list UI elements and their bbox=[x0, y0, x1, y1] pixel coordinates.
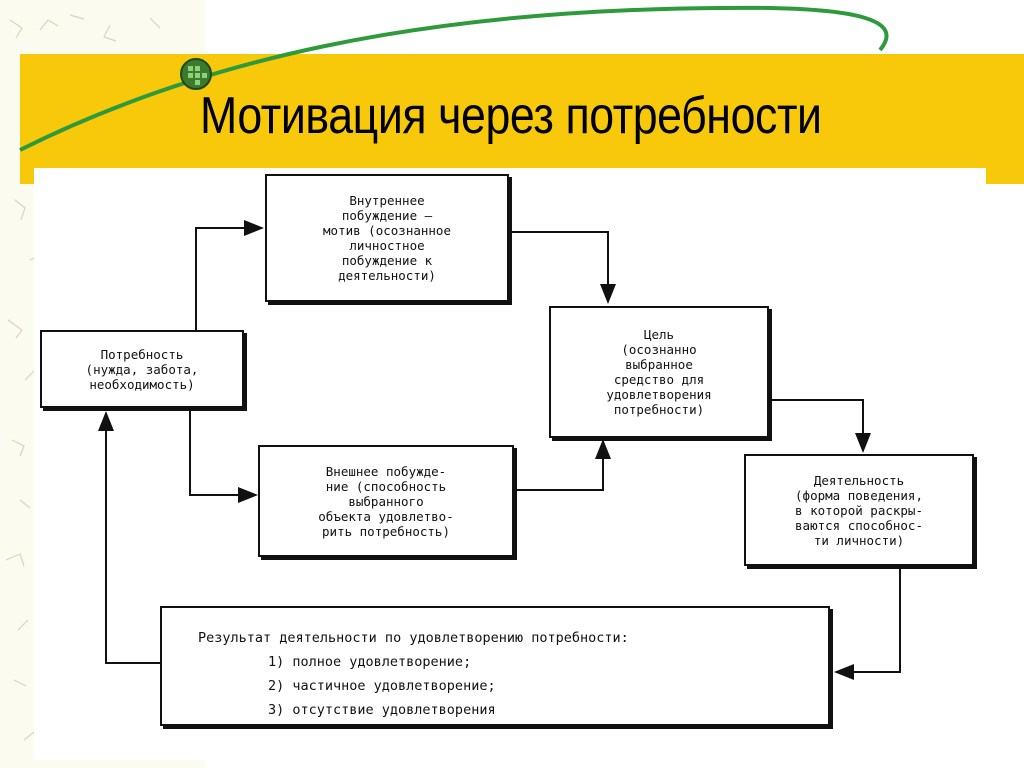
activity-line: Деятельность bbox=[813, 472, 905, 488]
result-lines: Результат деятельности по удовлетворению… bbox=[198, 626, 629, 722]
internal-lines: Внутреннее побуждение — мотив (осознанно… bbox=[323, 193, 451, 283]
external-lines: Внешнее побужде- ние (способность выбран… bbox=[318, 464, 453, 539]
swoosh-icon bbox=[19, 5, 889, 152]
internal-line: личностное bbox=[349, 238, 425, 253]
need-box: Потребность (нужда, забота, необходимост… bbox=[40, 330, 244, 408]
activity-line: ваются способнос- bbox=[795, 517, 923, 533]
internal-line: побуждение к bbox=[341, 253, 433, 268]
goal-line: выбранное bbox=[625, 357, 693, 372]
result-item: 3) отсутствие удовлетворения bbox=[268, 702, 496, 718]
need-line: Потребность bbox=[100, 346, 184, 362]
need-line: необходимость) bbox=[89, 376, 195, 392]
goal-line: Цель bbox=[643, 327, 675, 342]
external-line: объекта удовлетво- bbox=[318, 508, 454, 524]
result-item: 1) полное удовлетворение; bbox=[268, 654, 472, 670]
activity-line: ти личности) bbox=[813, 532, 905, 548]
title-header: Мотивация через потребности bbox=[0, 0, 1024, 184]
goal-box: Цель (осознанно выбранное средство для у… bbox=[549, 306, 769, 438]
goal-line: потребности) bbox=[613, 402, 705, 417]
external-line: рить потребность) bbox=[322, 523, 450, 539]
activity-line: (форма поведения, bbox=[795, 487, 923, 503]
result-heading: Результат деятельности по удовлетворению… bbox=[198, 630, 629, 646]
internal-line: деятельности) bbox=[338, 268, 436, 283]
goal-line: удовлетворения bbox=[606, 387, 712, 402]
external-line: ние (способность bbox=[325, 478, 447, 494]
result-box: Результат деятельности по удовлетворению… bbox=[160, 606, 830, 726]
need-lines: Потребность (нужда, забота, необходимост… bbox=[86, 347, 199, 392]
internal-motive-box: Внутреннее побуждение — мотив (осознанно… bbox=[265, 174, 509, 302]
activity-box: Деятельность (форма поведения, в которой… bbox=[744, 454, 974, 566]
external-line: Внешнее побужде- bbox=[325, 463, 447, 479]
internal-line: мотив (осознанное bbox=[323, 223, 451, 238]
internal-line: побуждение — bbox=[341, 208, 433, 223]
activity-line: в которой раскры- bbox=[795, 502, 923, 518]
internal-line: Внутреннее bbox=[349, 193, 425, 208]
goal-line: (осознанно bbox=[621, 342, 697, 357]
external-motive-box: Внешнее побужде- ние (способность выбран… bbox=[258, 445, 514, 557]
external-line: выбранного bbox=[348, 493, 424, 509]
goal-lines: Цель (осознанно выбранное средство для у… bbox=[606, 327, 711, 417]
goal-line: средство для bbox=[613, 372, 705, 387]
result-item: 2) частичное удовлетворение; bbox=[268, 678, 496, 694]
activity-lines: Деятельность (форма поведения, в которой… bbox=[795, 473, 923, 548]
page-title: Мотивация через потребности bbox=[200, 87, 822, 145]
need-line: (нужда, забота, bbox=[85, 361, 199, 377]
